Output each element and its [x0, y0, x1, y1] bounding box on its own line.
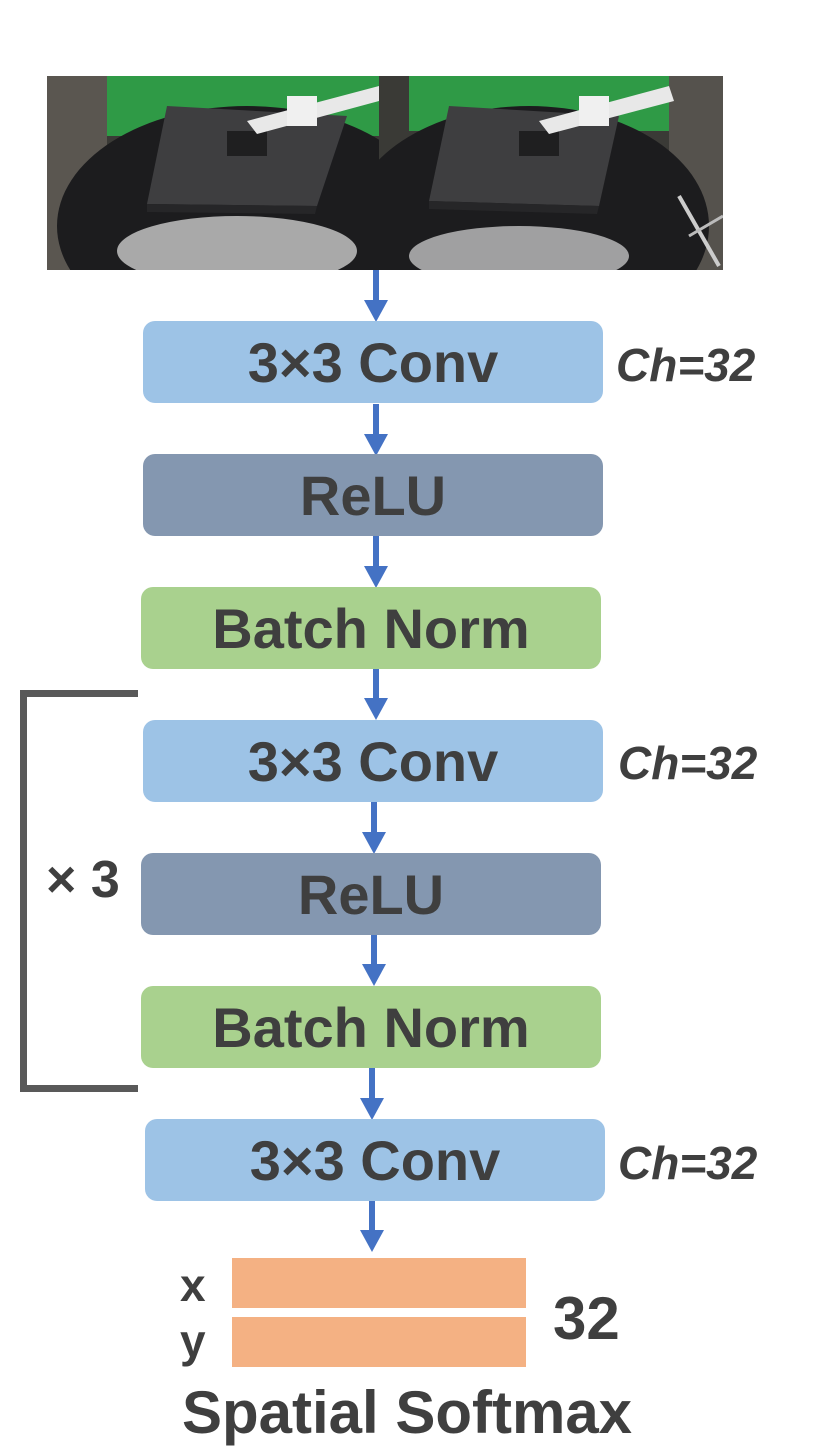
- arrow-down-icon: [364, 668, 388, 720]
- relu-layer-1: ReLU: [143, 454, 603, 536]
- spatial-softmax-caption: Spatial Softmax: [181, 1379, 633, 1446]
- x-label: x: [180, 1259, 206, 1311]
- keypoint-count: 32: [553, 1285, 620, 1352]
- arrow-down-icon: [362, 802, 386, 854]
- conv-layer-3: 3×3 Conv: [145, 1119, 605, 1201]
- arrow-down-icon: [360, 1200, 384, 1252]
- conv-layer-1: 3×3 Conv: [143, 321, 603, 403]
- softmax-y-bar: [232, 1317, 526, 1367]
- arrow-down-icon: [360, 1068, 384, 1120]
- channel-label-3: Ch=32: [618, 1137, 758, 1189]
- channel-label-2: Ch=32: [618, 737, 758, 789]
- repeat-label: × 3: [44, 850, 122, 910]
- camera-view-right: [379, 76, 723, 270]
- softmax-x-bar: [232, 1258, 526, 1308]
- camera-view-left: [47, 76, 379, 270]
- batch-norm-layer-2: Batch Norm: [141, 986, 601, 1068]
- arrow-down-icon: [364, 536, 388, 588]
- conv-layer-2: 3×3 Conv: [143, 720, 603, 802]
- channel-label-1: Ch=32: [616, 339, 756, 391]
- arrow-down-icon: [364, 270, 388, 322]
- y-label: y: [180, 1315, 206, 1367]
- arrow-down-icon: [364, 404, 388, 456]
- relu-layer-2: ReLU: [141, 853, 601, 935]
- batch-norm-layer-1: Batch Norm: [141, 587, 601, 669]
- repeat-bracket: [20, 690, 138, 1092]
- arrow-down-icon: [362, 934, 386, 986]
